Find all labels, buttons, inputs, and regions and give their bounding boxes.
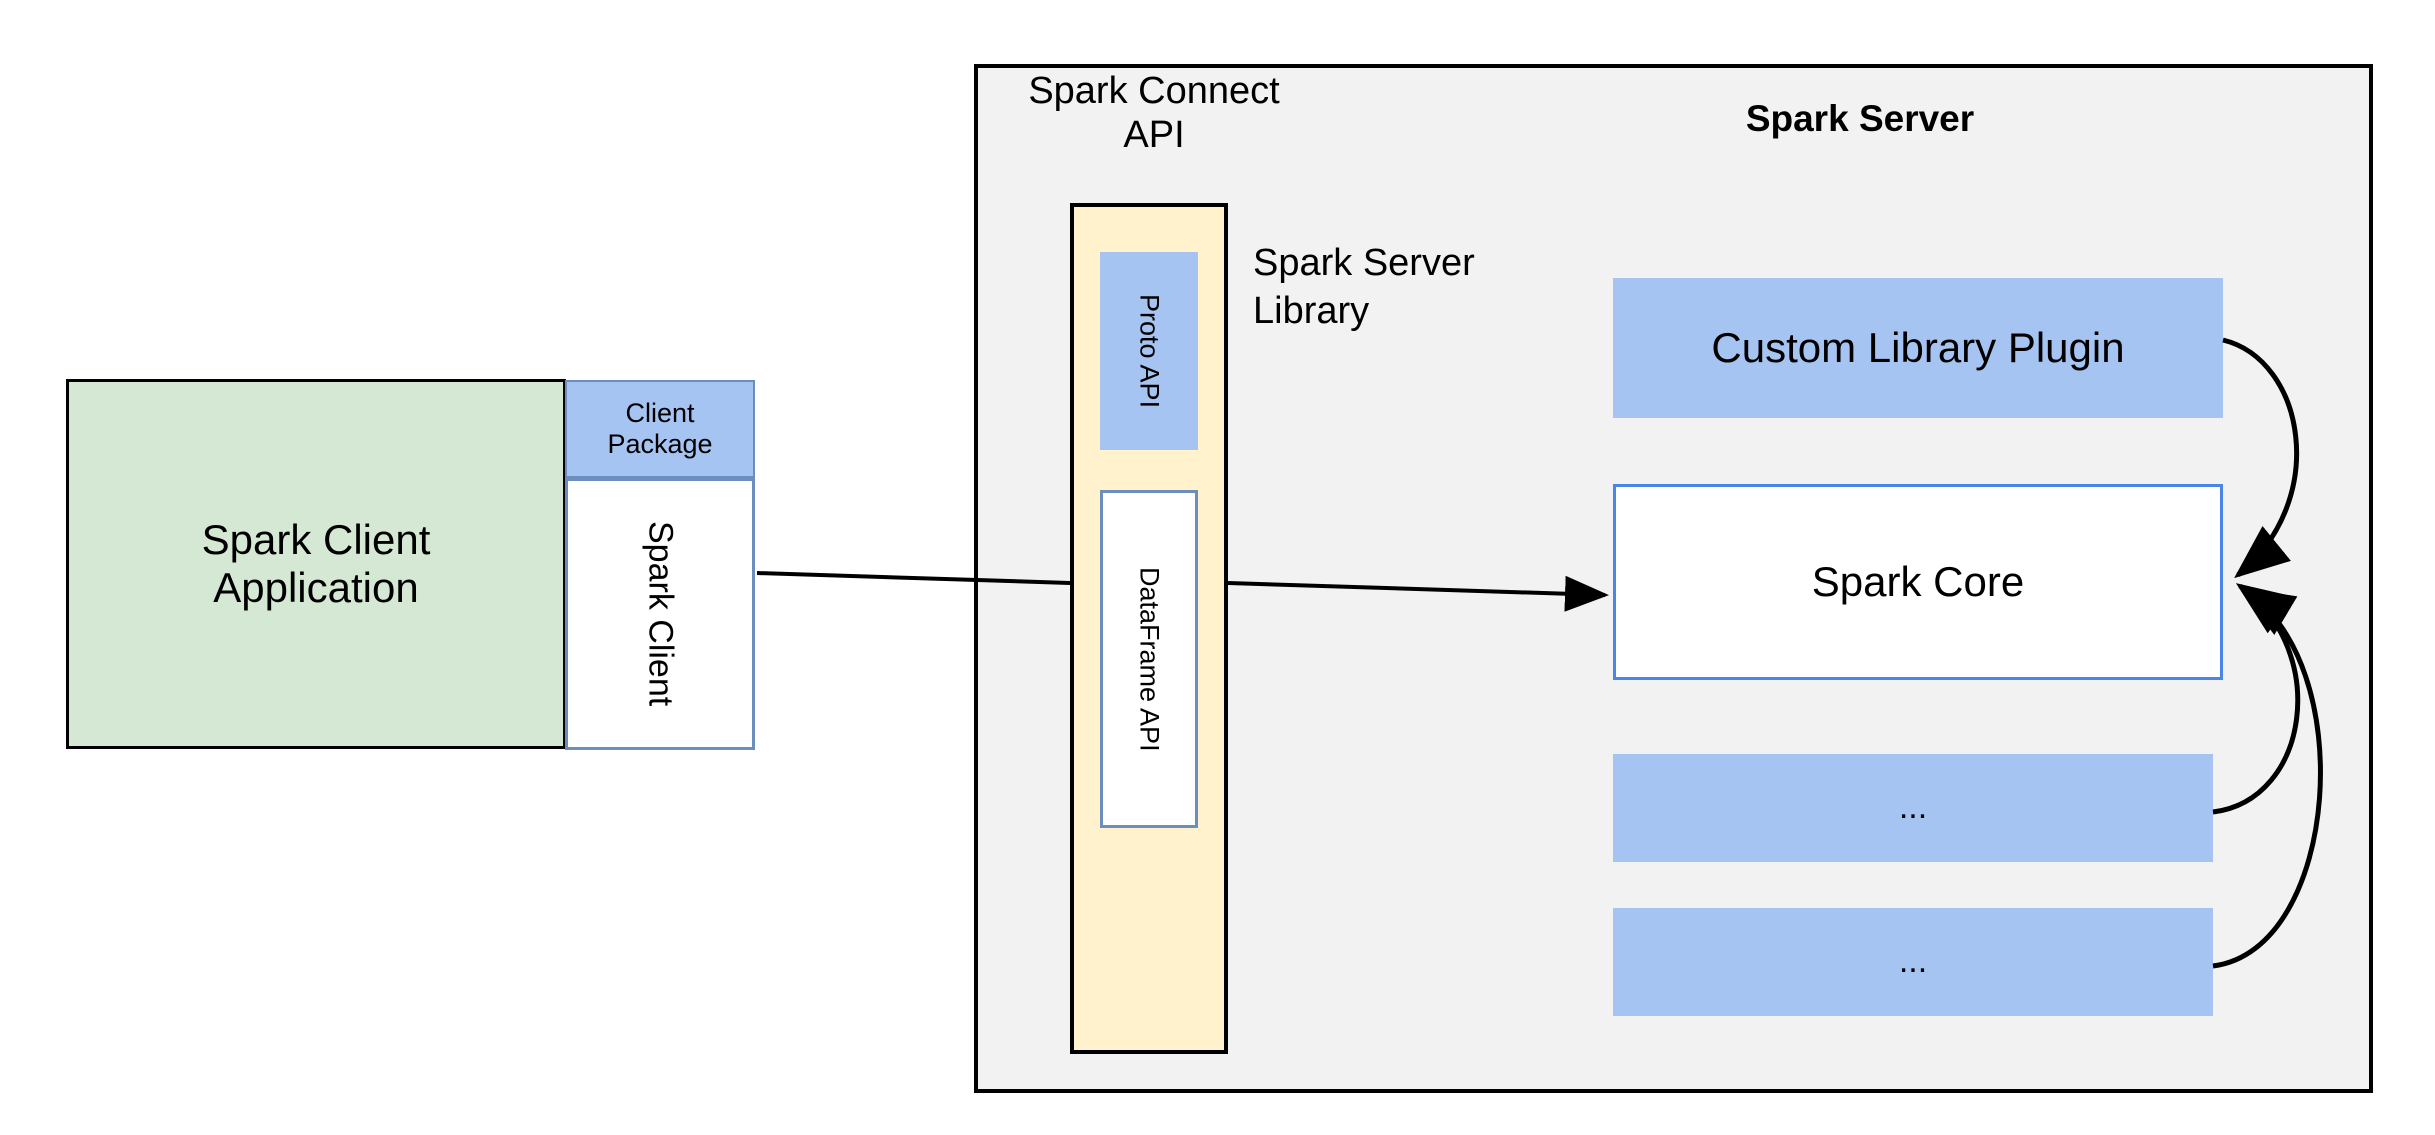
spark-core-box[interactable]: Spark Core <box>1613 484 2223 680</box>
client-package-box[interactable]: Client Package <box>565 380 755 478</box>
spark-connect-api-title: Spark Connect API <box>1028 70 1280 156</box>
ellipsis-box-1[interactable]: ... <box>1613 754 2213 862</box>
spark-server-title: Spark Server <box>1745 97 1975 139</box>
spark-client-application-label: Spark Client Application <box>201 515 431 611</box>
ellipsis-box-2-label: ... <box>1898 942 1928 981</box>
ellipsis-box-1-label: ... <box>1898 788 1928 827</box>
proto-api-box[interactable]: Proto API <box>1100 252 1198 450</box>
spark-client-box[interactable]: Spark Client <box>565 478 755 750</box>
spark-server-library-label: Spark Server Library <box>1253 242 1475 332</box>
custom-library-plugin-label: Custom Library Plugin <box>1711 323 2125 371</box>
dataframe-api-box[interactable]: DataFrame API <box>1100 490 1198 828</box>
spark-client-label: Spark Client <box>641 521 680 707</box>
spark-client-application-box[interactable]: Spark Client Application <box>66 379 566 749</box>
spark-core-label: Spark Core <box>1811 557 2025 605</box>
custom-library-plugin-box[interactable]: Custom Library Plugin <box>1613 278 2223 418</box>
client-package-label: Client Package <box>607 397 713 459</box>
dataframe-api-label: DataFrame API <box>1134 566 1165 752</box>
ellipsis-box-2[interactable]: ... <box>1613 908 2213 1016</box>
proto-api-label: Proto API <box>1134 293 1165 409</box>
